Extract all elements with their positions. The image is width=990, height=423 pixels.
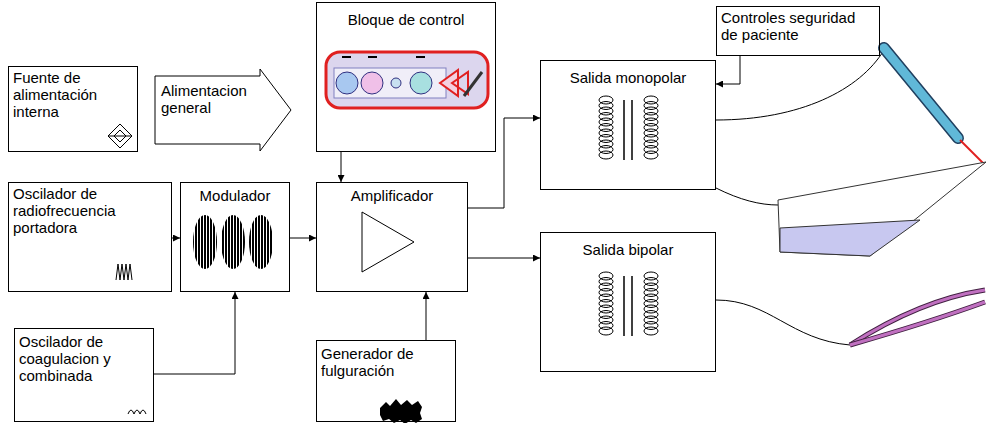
- safety-box: Controles seguridad de paciente: [716, 6, 880, 56]
- monopolar-pen: [716, 48, 984, 164]
- box-label: Oscilador de radiofrecuencia portadora: [13, 185, 163, 236]
- modulation-bursts: [193, 215, 273, 269]
- coil-winding: [644, 151, 658, 159]
- coil-winding: [599, 327, 613, 335]
- fulguration-icon: [380, 399, 422, 423]
- connector-line: [468, 118, 540, 208]
- oscillator-box: Oscilador de radiofrecuencia portadora: [8, 182, 172, 292]
- box-label: Generador de fulguración: [321, 345, 446, 379]
- box-label: Controles seguridad de paciente: [721, 9, 875, 43]
- transformer-core: [623, 276, 625, 336]
- control-block: Bloque de control: [316, 2, 496, 152]
- connector-line: [468, 258, 540, 259]
- coag-wave-icon: [128, 410, 146, 414]
- connector-line: [172, 238, 180, 239]
- bipolar-forceps: [716, 290, 985, 345]
- transformer-core: [623, 100, 625, 160]
- amplifier-box: Amplificador: [316, 182, 468, 292]
- amplifier-symbol: [362, 212, 414, 272]
- box-label: Salida monopolar: [545, 69, 711, 86]
- arrow-outline: [155, 69, 291, 151]
- box-label: Salida bipolar: [545, 241, 711, 258]
- modulator-box: Modulador: [180, 182, 290, 292]
- coil-winding: [599, 151, 613, 159]
- rf-wave-icon: [116, 264, 132, 280]
- box-label: Bloque de control: [323, 11, 489, 28]
- connector-line: [290, 238, 316, 239]
- power-box: Fuente de alimentación interna: [8, 66, 138, 152]
- power-symbol: [108, 124, 132, 148]
- box-label: Fuente de alimentación interna: [13, 69, 113, 120]
- oscillator-box: Oscilador de coagulacion y combinada: [14, 328, 154, 422]
- transformer-core: [631, 100, 633, 160]
- return-plate: [716, 162, 986, 256]
- connector-line: [716, 56, 740, 84]
- control-panel: [326, 52, 488, 108]
- output-box: Salida bipolar: [540, 232, 716, 372]
- box-label: Oscilador de coagulacion y combinada: [19, 333, 144, 384]
- output-box: Salida monopolar: [540, 60, 716, 190]
- connector-line: [341, 152, 342, 182]
- supply-arrow: Alimentacion general: [155, 68, 292, 152]
- generator-box: Generador de fulguración: [316, 340, 456, 422]
- connector-line: [154, 292, 235, 374]
- transformer-core: [631, 276, 633, 336]
- transformer-coils: [599, 96, 658, 336]
- box-label: Amplificador: [321, 187, 463, 204]
- connector-line: [426, 292, 427, 340]
- coil-winding: [644, 327, 658, 335]
- box-label: Modulador: [183, 187, 287, 204]
- box-label: Alimentacion general: [161, 82, 259, 116]
